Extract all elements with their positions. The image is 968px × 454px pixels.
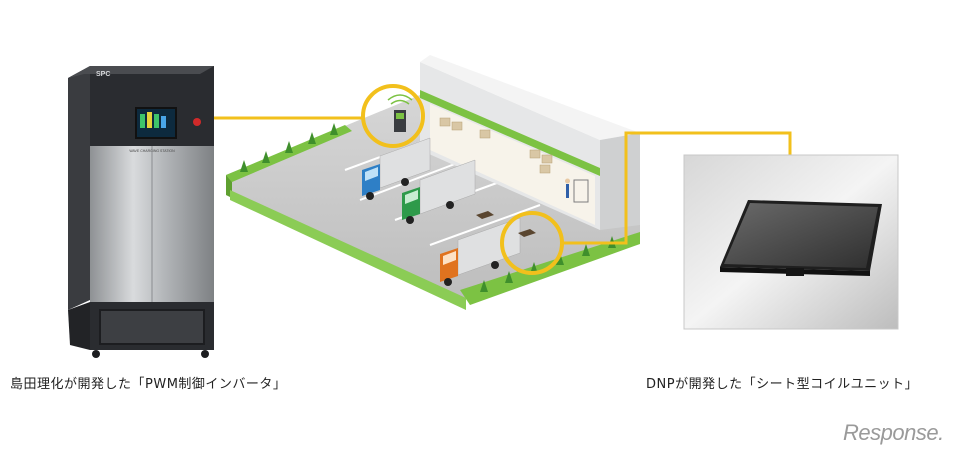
inverter-cabinet bbox=[68, 66, 214, 358]
response-watermark: Response. bbox=[843, 420, 944, 446]
watermark-text: Response. bbox=[843, 420, 944, 445]
caption-coil-unit: DNPが開発した「シート型コイルユニット」 bbox=[646, 377, 919, 392]
warehouse-illustration bbox=[226, 55, 640, 310]
cabinet-brand: SPC bbox=[96, 71, 110, 78]
caption-inverter: 島田理化が開発した「PWM制御インバータ」 bbox=[10, 377, 287, 392]
callout-line-coil bbox=[562, 131, 792, 245]
truck-green bbox=[402, 159, 476, 224]
callout-circle-charger bbox=[361, 84, 425, 148]
cabinet-panel-label: WAVE CHARGING STATION bbox=[129, 149, 175, 153]
coil-unit-photo bbox=[683, 154, 899, 330]
emergency-stop-button bbox=[193, 118, 201, 126]
truck-blue bbox=[362, 137, 431, 200]
